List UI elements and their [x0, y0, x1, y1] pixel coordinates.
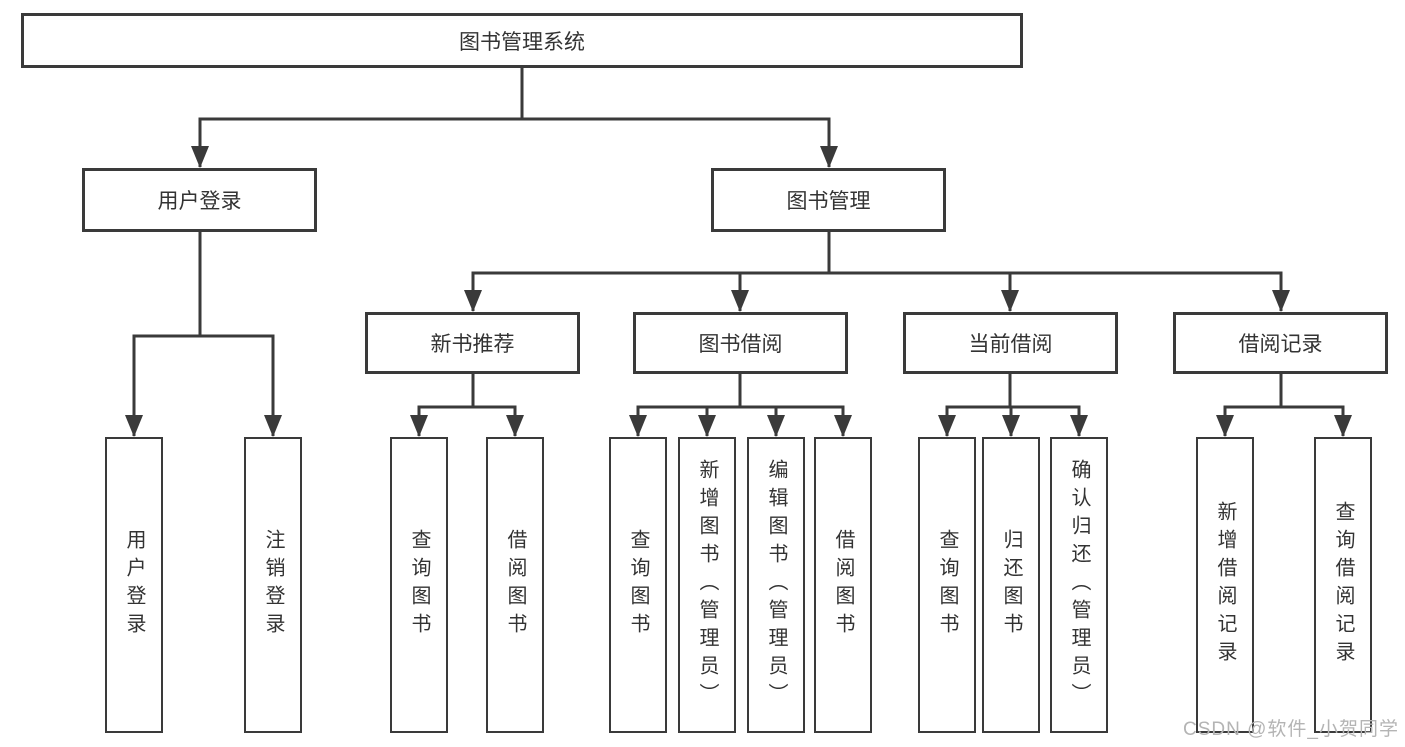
leaf-logout-label: 注销登录 [262, 529, 284, 641]
leaf-add-borrow-record-label: 新增借阅记录 [1214, 501, 1236, 669]
leaf-edit-book-admin: 编辑图书（管理员） [747, 437, 805, 733]
leaf-query-books-current-label: 查询图书 [936, 529, 958, 641]
leaf-query-books-current: 查询图书 [918, 437, 976, 733]
leaf-add-book-admin-label: 新增图书（管理员） [696, 459, 718, 711]
node-user-login: 用户登录 [82, 168, 317, 232]
leaf-query-books-recommend: 查询图书 [390, 437, 448, 733]
leaf-borrow-books-label: 借阅图书 [832, 529, 854, 641]
leaf-borrow-books-recommend-label: 借阅图书 [504, 529, 526, 641]
leaf-query-books-borrow: 查询图书 [609, 437, 667, 733]
node-book-borrow-label: 图书借阅 [698, 333, 783, 356]
node-current-borrow-label: 当前借阅 [968, 333, 1053, 356]
node-book-management: 图书管理 [711, 168, 946, 232]
leaf-user-login-label: 用户登录 [123, 529, 145, 641]
node-new-book-recommend-label: 新书推荐 [430, 333, 515, 356]
leaf-query-books-borrow-label: 查询图书 [627, 529, 649, 641]
leaf-query-borrow-record: 查询借阅记录 [1314, 437, 1372, 733]
leaf-query-borrow-record-label: 查询借阅记录 [1332, 501, 1354, 669]
node-borrow-records: 借阅记录 [1173, 312, 1388, 374]
leaf-borrow-books: 借阅图书 [814, 437, 872, 733]
leaf-borrow-books-recommend: 借阅图书 [486, 437, 544, 733]
leaf-user-login: 用户登录 [105, 437, 163, 733]
node-current-borrow: 当前借阅 [903, 312, 1118, 374]
leaf-add-borrow-record: 新增借阅记录 [1196, 437, 1254, 733]
leaf-edit-book-admin-label: 编辑图书（管理员） [765, 459, 787, 711]
node-book-borrow: 图书借阅 [633, 312, 848, 374]
node-system-root: 图书管理系统 [21, 13, 1023, 68]
leaf-return-book-label: 归还图书 [1000, 529, 1022, 641]
node-system-root-label: 图书管理系统 [459, 30, 585, 54]
node-user-login-label: 用户登录 [157, 190, 242, 213]
node-new-book-recommend: 新书推荐 [365, 312, 580, 374]
leaf-confirm-return-admin: 确认归还（管理员） [1050, 437, 1108, 733]
node-borrow-records-label: 借阅记录 [1238, 333, 1323, 356]
leaf-logout: 注销登录 [244, 437, 302, 733]
leaf-confirm-return-admin-label: 确认归还（管理员） [1068, 459, 1090, 711]
leaf-return-book: 归还图书 [982, 437, 1040, 733]
node-book-management-label: 图书管理 [786, 190, 871, 213]
leaf-add-book-admin: 新增图书（管理员） [678, 437, 736, 733]
leaf-query-books-recommend-label: 查询图书 [408, 529, 430, 641]
watermark-text: CSDN @软件_小贺同学 [1183, 719, 1399, 740]
